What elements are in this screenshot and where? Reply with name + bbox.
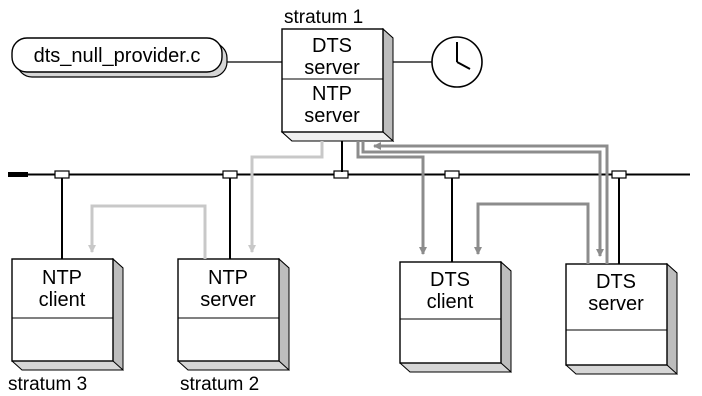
arrow-dts-server-to-dts-client <box>474 202 590 264</box>
network-bus <box>8 170 690 179</box>
dts-arrows <box>356 141 609 264</box>
provider-file-label: dts_null_provider.c <box>34 45 201 67</box>
stratum1-caption: stratum 1 <box>284 7 363 28</box>
bus-tap <box>611 170 627 179</box>
dts-client-label-1: DTS <box>430 269 470 291</box>
ntp-client-label-2: client <box>39 289 86 311</box>
arrow-stratum1-to-dts-client <box>356 141 427 255</box>
stratum1-ntp-label-1: NTP <box>312 83 352 105</box>
drop-lines <box>61 134 620 264</box>
stratum1-dts-label-2: server <box>304 57 360 79</box>
clock-icon <box>431 36 483 88</box>
arrow-stratum1-to-dts-server <box>361 141 604 257</box>
ntp-arrows <box>88 141 324 259</box>
stratum3-caption: stratum 3 <box>8 374 87 395</box>
dts-server-label-2: server <box>588 293 644 315</box>
ntp-server-box: NTP server stratum 2 <box>177 257 290 395</box>
dts-client-box: DTS client <box>399 260 512 374</box>
ntp-client-label-1: NTP <box>42 267 82 289</box>
arrow-dts-server-to-stratum1 <box>373 142 609 264</box>
dts-client-label-2: client <box>427 291 474 313</box>
stratum1-dts-label-1: DTS <box>312 35 352 57</box>
stratum2-caption: stratum 2 <box>180 374 259 395</box>
bus-tap <box>54 170 70 179</box>
dts-server-label-1: DTS <box>596 271 636 293</box>
arrow-ntp-server-to-ntp-client <box>88 204 207 259</box>
ntp-server-label-2: server <box>200 289 256 311</box>
dts-server-box: DTS server <box>565 262 678 376</box>
ntp-server-label-1: NTP <box>208 267 248 289</box>
bus-tap <box>333 170 349 179</box>
stratum1-ntp-label-2: server <box>304 105 360 127</box>
ntp-client-box: NTP client stratum 3 <box>8 257 124 395</box>
provider-file: dts_null_provider.c <box>11 37 228 78</box>
bus-tap <box>222 170 238 179</box>
stratum1-server-box: stratum 1 DTS server NTP server <box>280 7 395 143</box>
bus-tap <box>444 170 460 179</box>
arrow-stratum1-to-ntp-server <box>248 141 324 253</box>
